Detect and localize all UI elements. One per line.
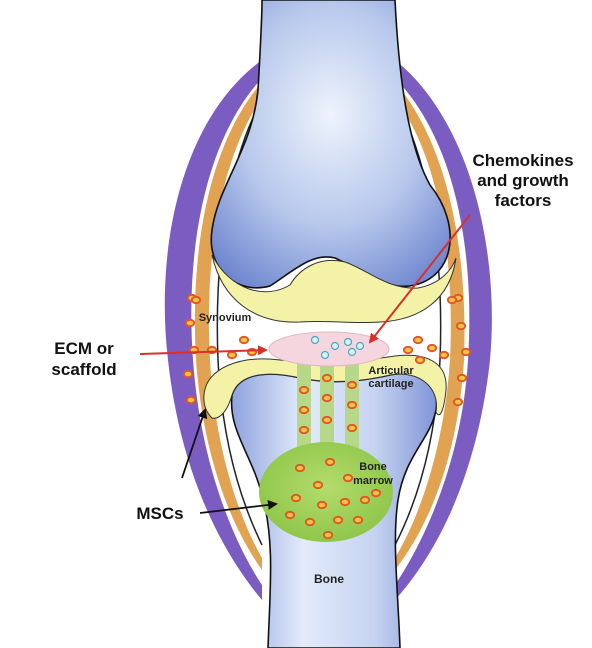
msc-cell [187, 397, 195, 403]
msc-cell [361, 497, 369, 503]
msc-cell [344, 475, 352, 481]
label-articular-line1: Articular [368, 365, 414, 377]
msc-cell [300, 387, 308, 393]
label-articular-line2: cartilage [368, 378, 413, 390]
msc-cell [192, 297, 200, 303]
msc-cell [306, 519, 314, 525]
msc-cell [326, 459, 334, 465]
label-chemokines-line1: Chemokines [472, 151, 573, 170]
scaffold-bead [332, 343, 339, 350]
msc-cell [300, 407, 308, 413]
msc-cell [414, 337, 422, 343]
msc-cell [348, 402, 356, 408]
label-synovium: Synovium [199, 312, 252, 324]
scaffold-bead [357, 343, 364, 350]
label-mscs: MSCs [136, 504, 183, 523]
msc-cell [292, 495, 300, 501]
msc-cell [314, 482, 322, 488]
msc-cell [341, 499, 349, 505]
msc-cell [372, 490, 380, 496]
msc-cell [416, 357, 424, 363]
scaffold-bead [345, 339, 352, 346]
msc-cell [454, 399, 462, 405]
ecm-scaffold [269, 332, 389, 366]
msc-cell [300, 427, 308, 433]
scaffold-bead [322, 352, 329, 359]
msc-cell [458, 375, 466, 381]
msc-cell [457, 323, 465, 329]
msc-cell [184, 371, 192, 377]
msc-cell [348, 425, 356, 431]
msc-cell [428, 345, 436, 351]
scaffold-bead [312, 337, 319, 344]
msc-cell [354, 517, 362, 523]
msc-cell [348, 382, 356, 388]
label-bone-marrow-line2: marrow [353, 475, 393, 487]
msc-cell [448, 297, 456, 303]
msc-cell [462, 349, 470, 355]
msc-cell [334, 517, 342, 523]
label-chemokines-line3: factors [495, 191, 552, 210]
label-chemokines-line2: and growth [477, 171, 569, 190]
msc-cell [440, 352, 448, 358]
label-ecm-line1: ECM or [54, 339, 114, 358]
msc-cell [228, 352, 236, 358]
label-bone-marrow-line1: Bone [359, 461, 387, 473]
msc-cell [324, 532, 332, 538]
msc-cell [323, 417, 331, 423]
msc-cell [323, 375, 331, 381]
msc-cell [286, 512, 294, 518]
msc-cell [318, 502, 326, 508]
upper-bone [211, 0, 450, 288]
msc-cell [404, 347, 412, 353]
scaffold-bead [349, 349, 356, 356]
msc-cell [186, 320, 194, 326]
label-ecm-line2: scaffold [51, 360, 116, 379]
msc-cell [296, 465, 304, 471]
label-bone: Bone [314, 572, 344, 586]
msc-cell [240, 337, 248, 343]
msc-cell [323, 395, 331, 401]
